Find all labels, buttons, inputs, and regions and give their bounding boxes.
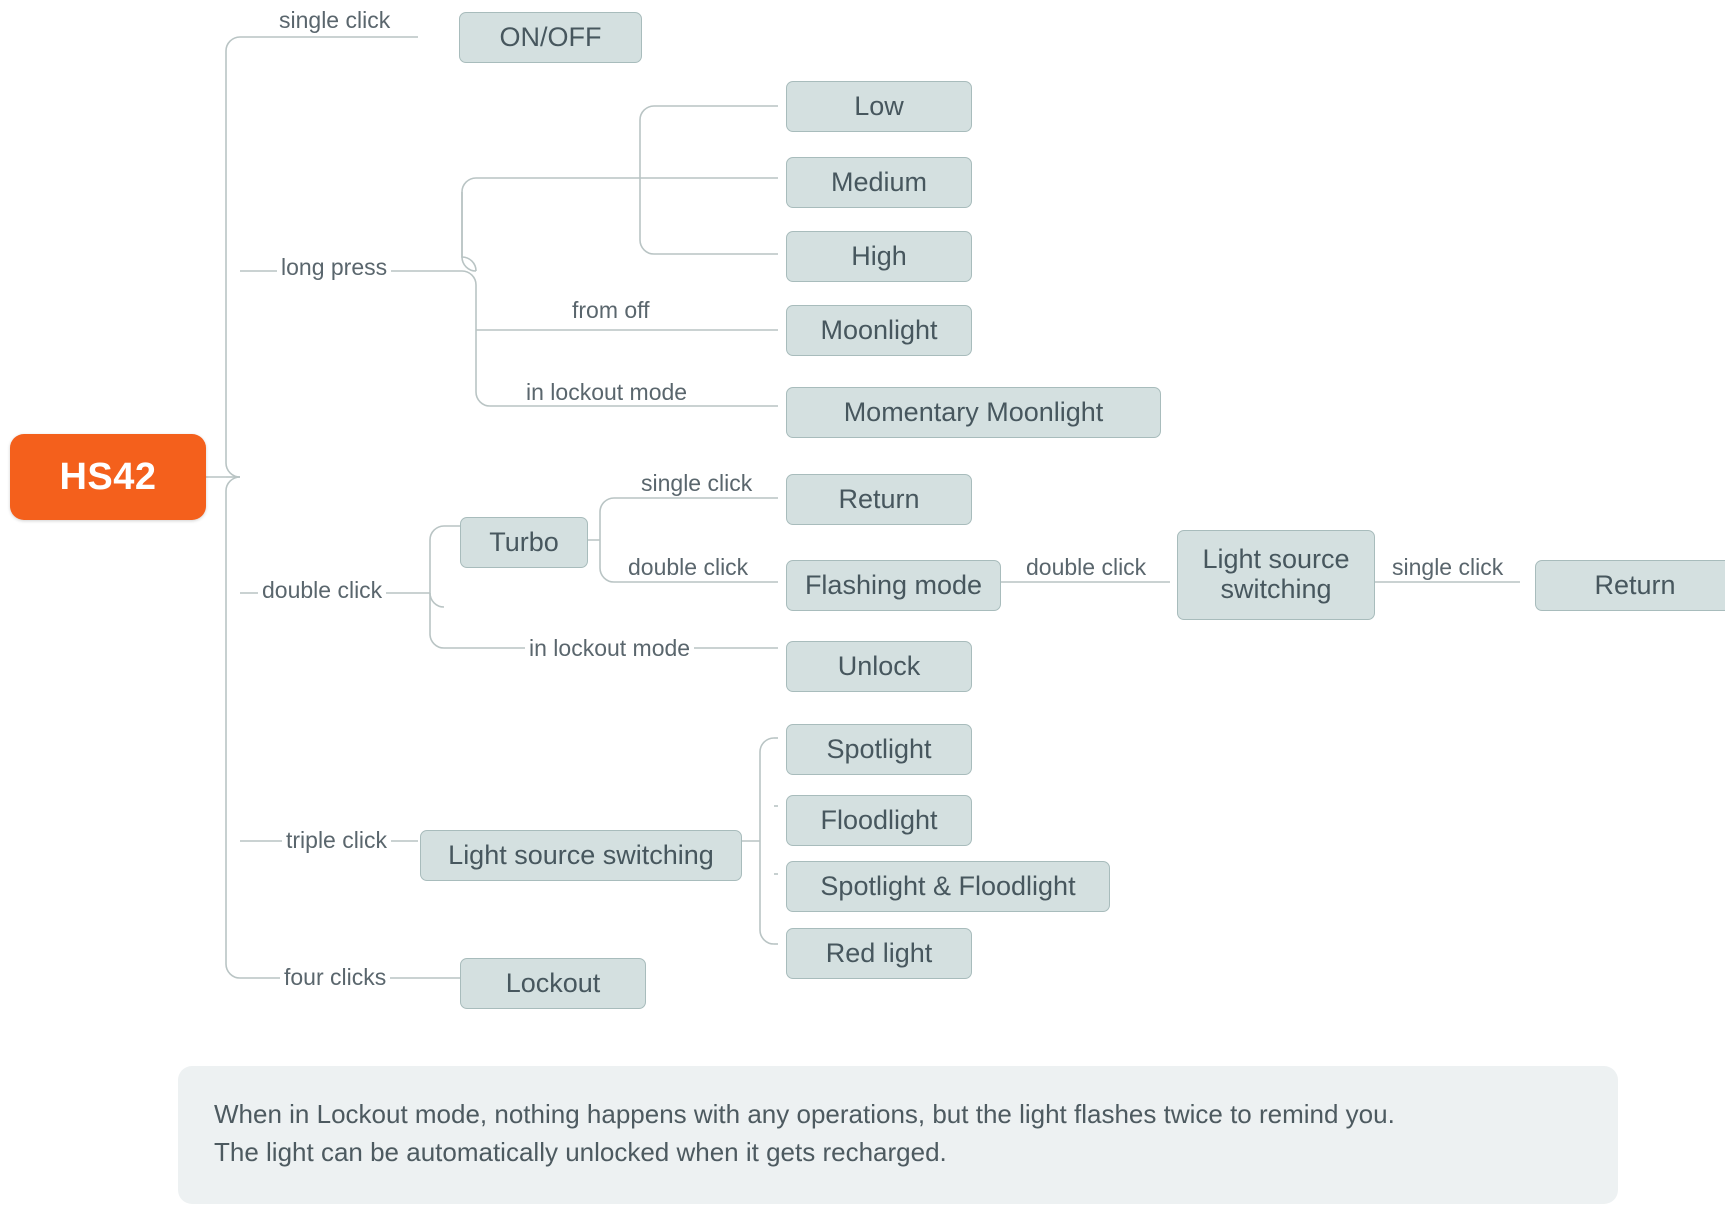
node-return-1-label: Return xyxy=(838,484,920,515)
node-red-light[interactable]: Red light xyxy=(786,928,972,979)
node-spotlight-and-floodlight-label: Spotlight & Floodlight xyxy=(820,871,1076,902)
note-box: When in Lockout mode, nothing happens wi… xyxy=(178,1066,1618,1204)
node-high[interactable]: High xyxy=(786,231,972,282)
node-low[interactable]: Low xyxy=(786,81,972,132)
edge-label-double-click-3: double click xyxy=(1022,556,1151,579)
node-moonlight-label: Moonlight xyxy=(820,315,938,346)
edge-label-from-off: from off xyxy=(568,299,654,322)
edge-label-in-lockout-mode-1: in lockout mode xyxy=(522,381,692,404)
edge-label-double-click-2: double click xyxy=(624,556,753,579)
node-unlock[interactable]: Unlock xyxy=(786,641,972,692)
node-light-source-switching-2-label: Light source switching xyxy=(1202,544,1350,604)
node-low-label: Low xyxy=(854,91,904,122)
node-flashing-mode-label: Flashing mode xyxy=(804,570,983,601)
node-red-light-label: Red light xyxy=(825,938,933,969)
node-momentary-moonlight-label: Momentary Moonlight xyxy=(843,397,1104,428)
node-light-source-switching-2[interactable]: Light source switching xyxy=(1177,530,1375,620)
node-momentary-moonlight[interactable]: Momentary Moonlight xyxy=(786,387,1161,438)
node-return-2-label: Return xyxy=(1594,570,1676,601)
node-spotlight-label: Spotlight xyxy=(826,734,932,765)
node-lockout-label: Lockout xyxy=(505,968,601,999)
edge-label-triple-click: triple click xyxy=(282,829,391,852)
root-node-label: HS42 xyxy=(59,455,157,498)
node-high-label: High xyxy=(851,241,907,272)
node-spotlight-and-floodlight[interactable]: Spotlight & Floodlight xyxy=(786,861,1110,912)
node-flashing-mode[interactable]: Flashing mode xyxy=(786,560,1001,611)
node-lockout[interactable]: Lockout xyxy=(460,958,646,1009)
node-on-off[interactable]: ON/OFF xyxy=(459,12,642,63)
node-return-1[interactable]: Return xyxy=(786,474,972,525)
node-medium-label: Medium xyxy=(830,167,928,198)
node-on-off-label: ON/OFF xyxy=(499,22,602,53)
node-spotlight[interactable]: Spotlight xyxy=(786,724,972,775)
edge-label-four-clicks: four clicks xyxy=(280,966,391,989)
root-node-hs42[interactable]: HS42 xyxy=(10,434,206,520)
node-floodlight-label: Floodlight xyxy=(820,805,938,836)
node-unlock-label: Unlock xyxy=(837,651,921,682)
node-return-2[interactable]: Return xyxy=(1535,560,1725,611)
node-light-source-switching-1-label: Light source switching xyxy=(448,840,714,871)
node-medium[interactable]: Medium xyxy=(786,157,972,208)
edge-label-single-click-1: single click xyxy=(275,9,395,32)
node-floodlight[interactable]: Floodlight xyxy=(786,795,972,846)
edge-label-double-click-1: double click xyxy=(258,579,387,602)
node-light-source-switching-1[interactable]: Light source switching xyxy=(420,830,742,881)
note-line-1: When in Lockout mode, nothing happens wi… xyxy=(214,1099,1395,1129)
edge-label-single-click-2: single click xyxy=(637,472,757,495)
edge-label-long-press: long press xyxy=(277,256,392,279)
edge-label-in-lockout-mode-2: in lockout mode xyxy=(525,637,695,660)
note-line-2: The light can be automatically unlocked … xyxy=(214,1136,947,1167)
edge-label-single-click-3: single click xyxy=(1388,556,1508,579)
node-moonlight[interactable]: Moonlight xyxy=(786,305,972,356)
node-turbo[interactable]: Turbo xyxy=(460,517,588,568)
node-turbo-label: Turbo xyxy=(489,527,559,558)
